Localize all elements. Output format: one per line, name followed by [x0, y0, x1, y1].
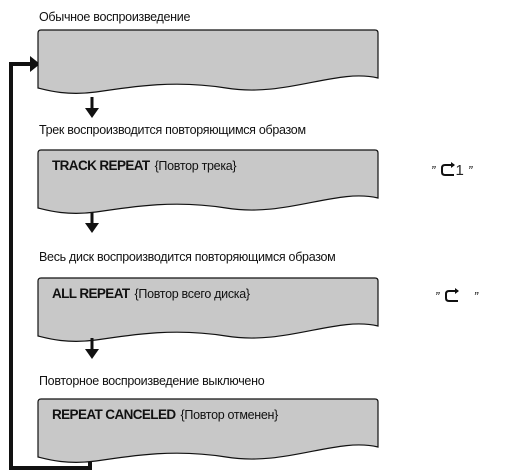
- track-repeat-desc: {Повтор трека}: [154, 159, 237, 173]
- display-normal-playback: [36, 28, 380, 98]
- caption-normal-playback: Обычное воспроизведение: [39, 10, 191, 24]
- caption-all-repeat: Весь диск воспроизводится повторяющимся …: [39, 250, 336, 264]
- repeat-one-icon: [440, 162, 455, 176]
- repeat-canceled-label: REPEAT CANCELED: [52, 407, 176, 422]
- repeat-all-icon: [444, 288, 459, 302]
- down-arrow-1: [85, 97, 99, 118]
- caption-repeat-canceled: Повторное воспроизведение выключено: [39, 374, 265, 388]
- repeat-one-digit: 1: [455, 162, 464, 179]
- down-arrow-2: [85, 212, 99, 233]
- all-repeat-indicator: ” ”: [435, 288, 479, 304]
- display-all-repeat: ALL REPEAT {Повтор всего диска}: [36, 276, 380, 346]
- all-repeat-desc: {Повтор всего диска}: [134, 287, 251, 301]
- all-repeat-label: ALL REPEAT: [52, 286, 130, 301]
- caption-track-repeat: Трек воспроизводится повторяющимся образ…: [39, 123, 306, 137]
- track-repeat-label: TRACK REPEAT: [52, 158, 150, 173]
- display-track-repeat: TRACK REPEAT {Повтор трека}: [36, 148, 380, 218]
- repeat-canceled-desc: {Повтор отменен}: [180, 408, 279, 422]
- down-arrow-3: [85, 338, 99, 359]
- track-repeat-indicator: ” 1 ”: [431, 162, 473, 179]
- display-repeat-canceled: REPEAT CANCELED {Повтор отменен}: [36, 397, 380, 467]
